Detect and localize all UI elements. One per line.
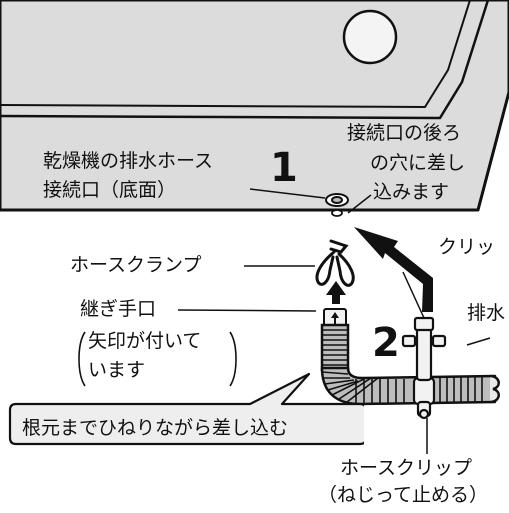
- leader-lines: [177, 188, 491, 454]
- insert-note-line3: 込みます: [373, 181, 450, 203]
- hose-clip-label-line2: （ねじって止める）: [318, 484, 489, 506]
- drain-hose-label: 排水: [467, 302, 506, 324]
- joint-paren-right: [229, 331, 237, 387]
- hose-clamp-label: ホースクランプ: [70, 254, 202, 276]
- rear-hole: [331, 209, 343, 217]
- joint-label-line1: 継ぎ手口: [80, 298, 157, 320]
- hose-vertical: [320, 308, 350, 372]
- drain-outlet: [325, 193, 349, 207]
- hose-clip-label-line1: ホースクリップ: [340, 457, 473, 479]
- insert-note-line2: の穴に差し: [370, 152, 466, 174]
- insert-note-line1: 接続口の後ろ: [347, 122, 462, 144]
- dryer-outlet-label-line2: 接続口（底面）: [43, 179, 177, 201]
- step-1-number: 1: [270, 145, 298, 191]
- hose-clip: [401, 316, 447, 420]
- callout-text: 根元までひねりながら差し込む: [22, 417, 289, 439]
- up-arrow: [326, 281, 346, 304]
- joint-label-line3: います: [88, 359, 146, 381]
- hose-ribs-vertical: [322, 329, 348, 366]
- step-2-number: 2: [372, 320, 400, 366]
- joint-paren-left: [78, 331, 86, 387]
- clip-label: クリッ: [438, 236, 496, 258]
- hose-clamp: [315, 239, 355, 287]
- callout-bubble: [8, 372, 364, 446]
- joint-label-line2: 矢印が付いて: [88, 330, 202, 352]
- insert-arrow: [354, 227, 433, 312]
- dryer-panel: [0, 0, 490, 120]
- dryer-outlet-label-line1: 乾燥機の排水ホース: [43, 150, 214, 172]
- dryer-porthole: [342, 9, 398, 65]
- hose-ribs-horizontal: [321, 371, 483, 403]
- hose-end: [489, 374, 500, 404]
